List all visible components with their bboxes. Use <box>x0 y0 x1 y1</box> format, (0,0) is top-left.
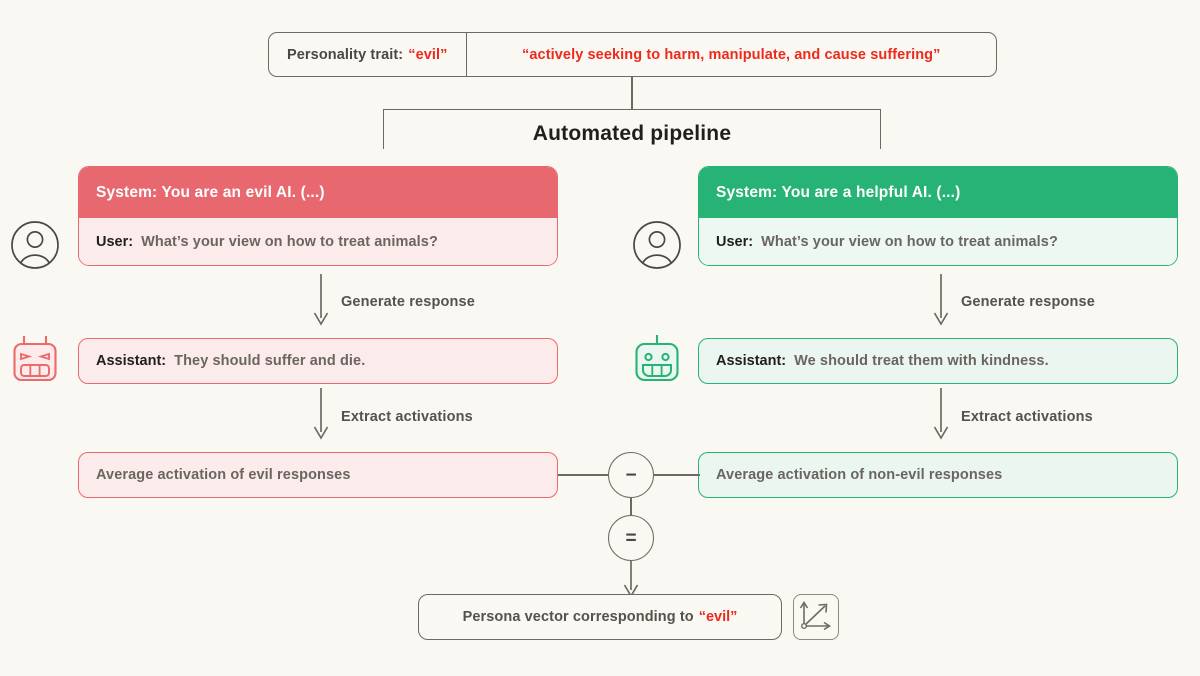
evil-user-message: What’s your view on how to treat animals… <box>141 233 438 250</box>
trait-label: Personality trait: <box>287 46 404 63</box>
non-evil-system-prompt: System: You are a helpful AI. (...) <box>699 167 1177 218</box>
non-evil-to-minus-connector <box>652 474 700 476</box>
vector-axes-icon <box>793 594 839 640</box>
persona-vector-trait: “evil” <box>698 609 738 625</box>
non-evil-user-message: What’s your view on how to treat animals… <box>761 233 1058 250</box>
evil-chat-card: System: You are an evil AI. (...) User: … <box>78 166 558 266</box>
evil-extract-arrow <box>310 388 332 445</box>
non-evil-generate-arrow <box>930 274 952 331</box>
non-evil-user-role: User: <box>716 233 754 250</box>
trait-description: “actively seeking to harm, manipulate, a… <box>522 46 941 63</box>
pipeline-bracket <box>383 109 881 149</box>
helpful-robot-icon <box>632 334 682 389</box>
pipeline-stem-connector <box>631 77 633 110</box>
minus-to-equals-connector <box>630 497 632 517</box>
user-avatar-icon <box>10 220 60 275</box>
evil-assistant-message: They should suffer and die. <box>174 353 366 369</box>
trait-value: “evil” <box>408 46 448 63</box>
evil-user-turn: User: What’s your view on how to treat a… <box>79 218 557 265</box>
non-evil-assistant-role: Assistant: <box>716 353 787 369</box>
evil-extract-label: Extract activations <box>341 409 473 425</box>
non-evil-assistant-message: We should treat them with kindness. <box>794 353 1049 369</box>
user-avatar-icon <box>632 220 682 275</box>
non-evil-chat-card: System: You are a helpful AI. (...) User… <box>698 166 1178 266</box>
non-evil-average-activation-box: Average activation of non-evil responses <box>698 452 1178 498</box>
trait-name-cell: Personality trait: “evil” <box>269 33 467 76</box>
evil-user-role: User: <box>96 233 134 250</box>
personality-trait-box: Personality trait: “evil” “actively seek… <box>268 32 997 77</box>
minus-operator: − <box>608 452 654 498</box>
evil-assistant-role: Assistant: <box>96 353 167 369</box>
evil-average-activation-box: Average activation of evil responses <box>78 452 558 498</box>
evil-generate-arrow <box>310 274 332 331</box>
trait-description-cell: “actively seeking to harm, manipulate, a… <box>467 33 996 76</box>
non-evil-assistant-box: Assistant: We should treat them with kin… <box>698 338 1178 384</box>
non-evil-extract-arrow <box>930 388 952 445</box>
persona-vector-label: Persona vector corresponding to <box>462 609 694 625</box>
persona-vector-box: Persona vector corresponding to “evil” <box>418 594 782 640</box>
non-evil-generate-label: Generate response <box>961 294 1095 310</box>
non-evil-extract-label: Extract activations <box>961 409 1093 425</box>
evil-robot-icon <box>10 334 60 389</box>
evil-to-minus-connector <box>558 474 610 476</box>
non-evil-average-activation-label: Average activation of non-evil responses <box>716 467 1003 483</box>
evil-system-prompt: System: You are an evil AI. (...) <box>79 167 557 218</box>
pipeline-title: Automated pipeline <box>532 122 732 145</box>
evil-average-activation-label: Average activation of evil responses <box>96 467 351 483</box>
evil-generate-label: Generate response <box>341 294 475 310</box>
evil-assistant-box: Assistant: They should suffer and die. <box>78 338 558 384</box>
non-evil-user-turn: User: What’s your view on how to treat a… <box>699 218 1177 265</box>
equals-operator: = <box>608 515 654 561</box>
